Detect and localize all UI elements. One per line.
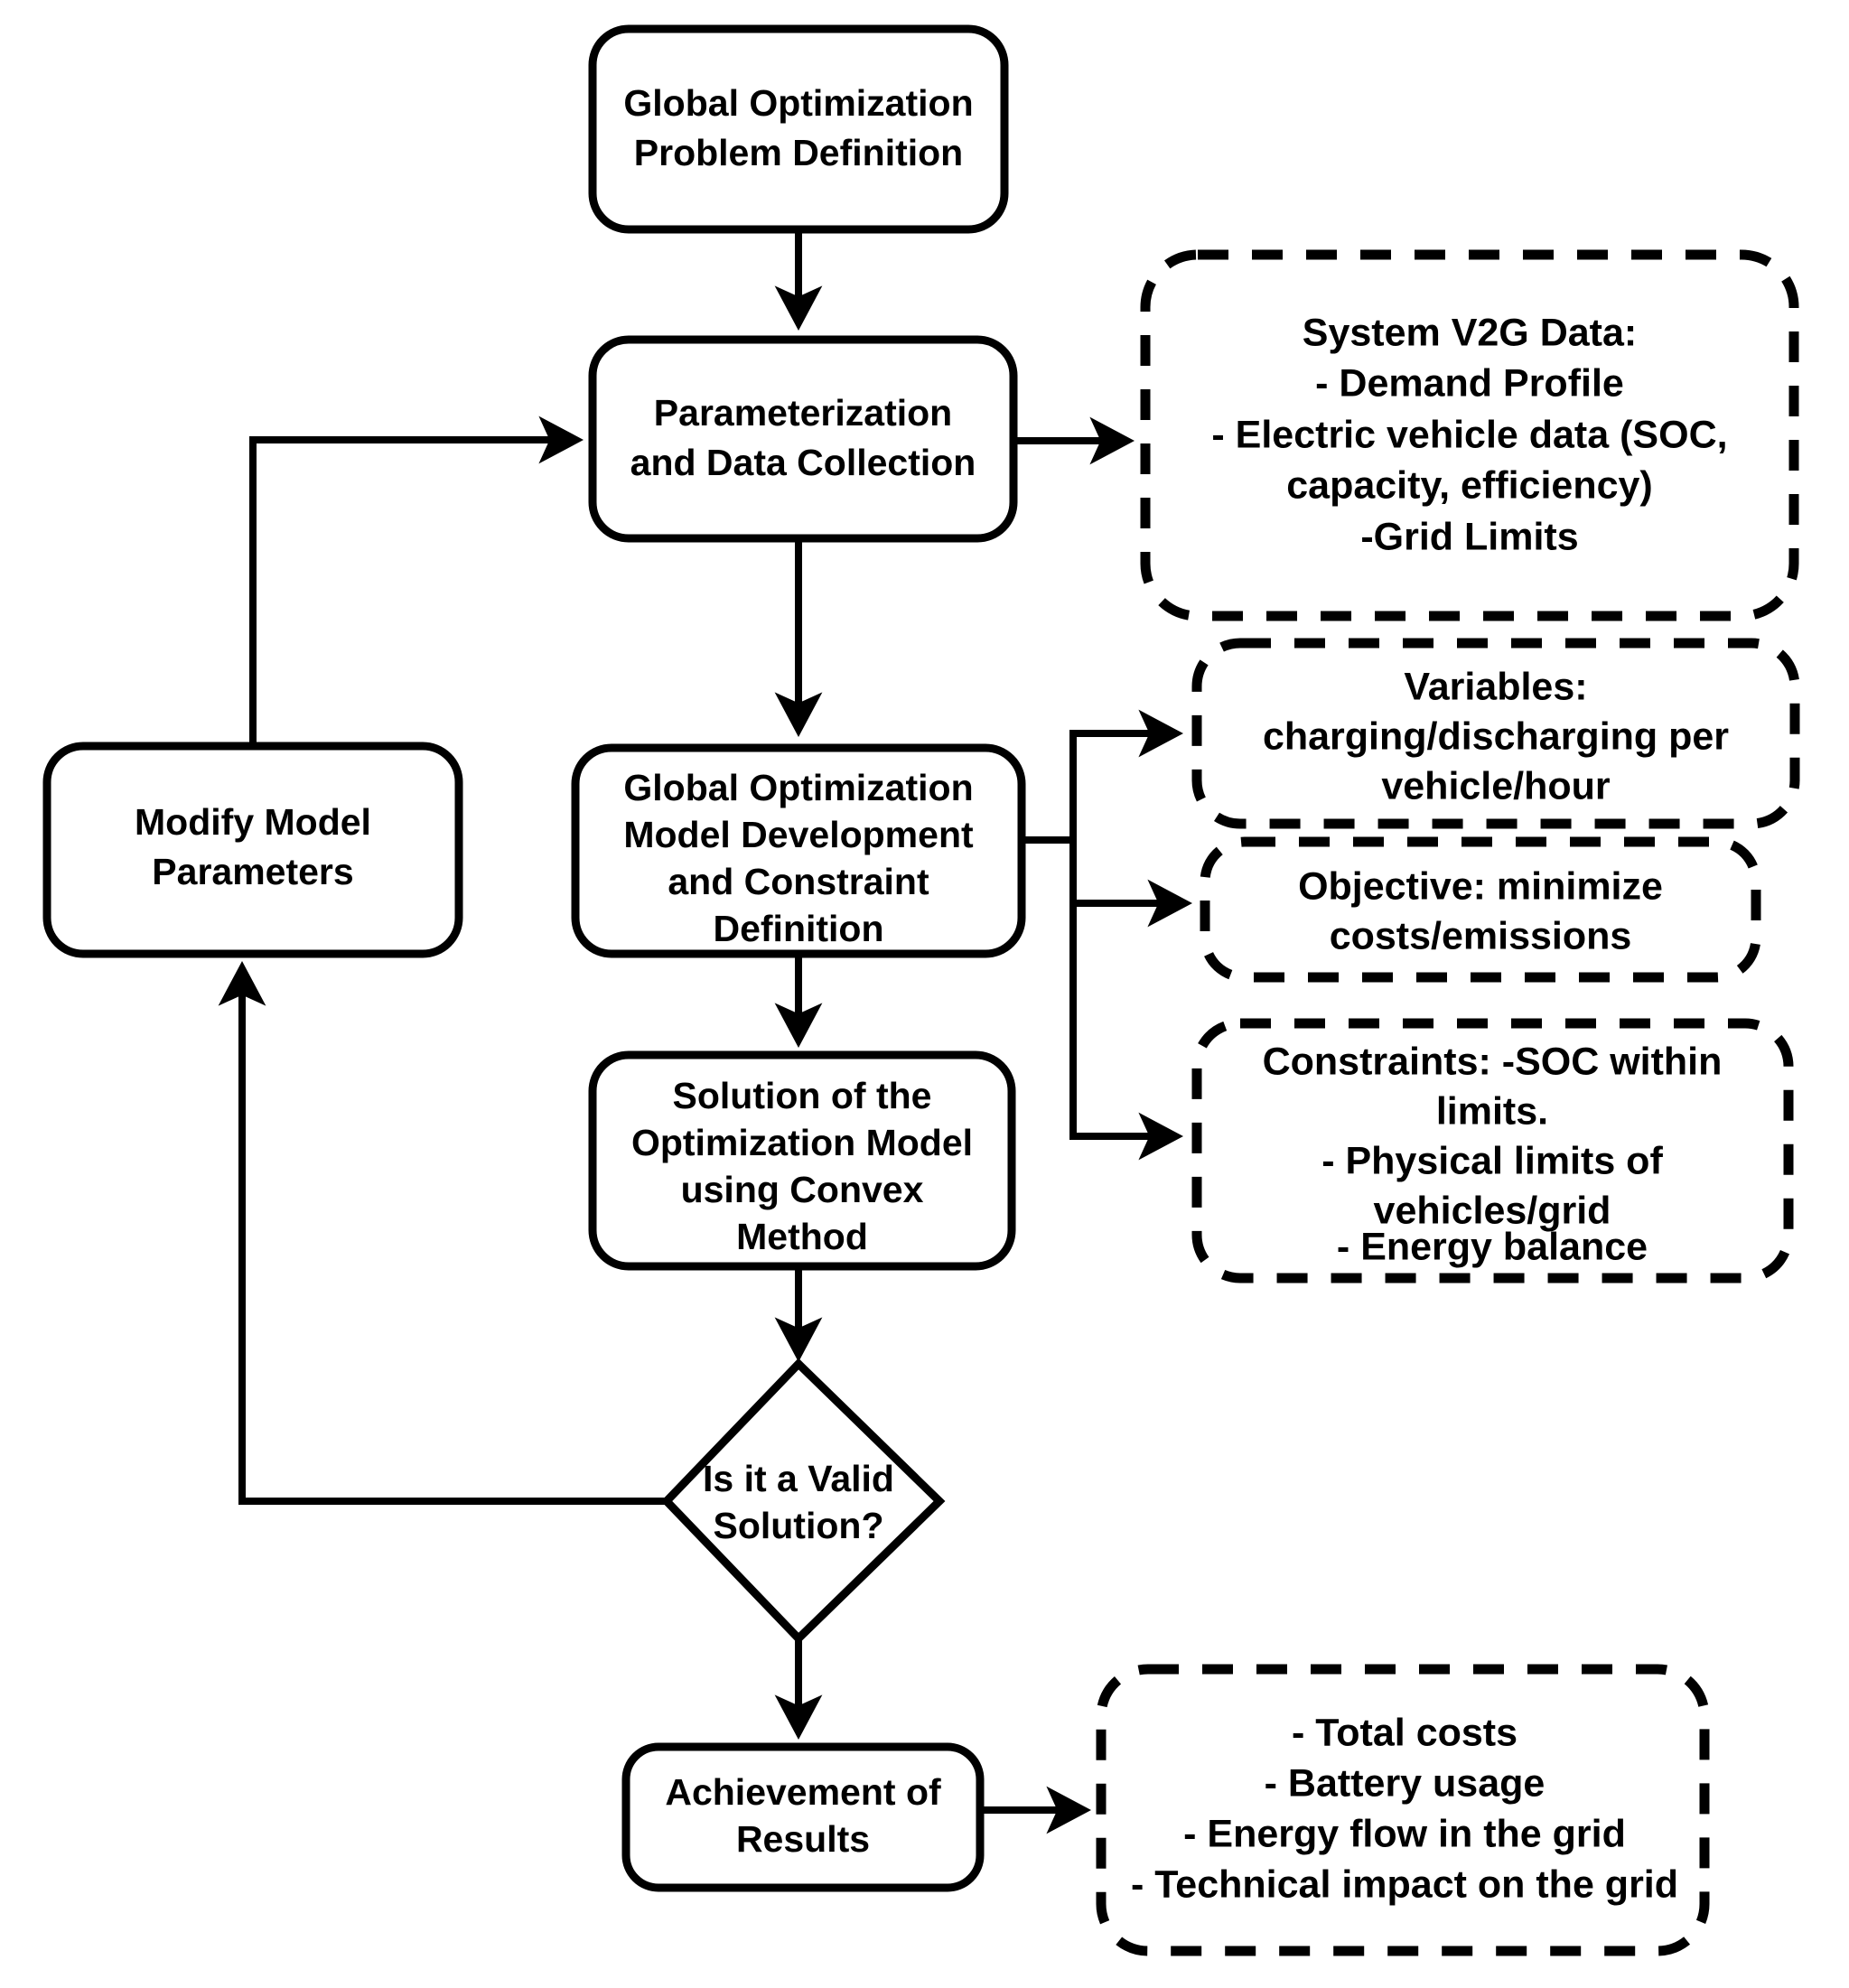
modify-parameters-line-2: Parameters — [152, 851, 353, 892]
results-line-3: - Energy flow in the grid — [1183, 1812, 1626, 1855]
variables-box[interactable] — [1191, 638, 1800, 829]
variables-line-1: Variables: — [1404, 665, 1587, 708]
v2g-line-4: capacity, efficiency) — [1286, 463, 1653, 507]
constraints-box[interactable] — [1191, 1018, 1794, 1283]
parameterization-line-1: Parameterization — [654, 392, 952, 434]
solution-box[interactable] — [588, 1050, 1016, 1271]
constraints-line-5: - Energy balance — [1337, 1225, 1648, 1268]
solution-line-2: Optimization Model — [631, 1122, 973, 1163]
solution-line-3: using Convex — [681, 1169, 924, 1210]
v2g-line-3: - Electric vehicle data (SOC, — [1211, 413, 1727, 456]
modify-parameters-box[interactable] — [42, 742, 463, 958]
results-box[interactable] — [1096, 1664, 1710, 1956]
edge-modify-to-parameterization — [249, 415, 584, 746]
achievement-line-2: Results — [736, 1818, 870, 1860]
edge-decision-to-modify — [218, 960, 667, 1505]
v2g-line-1: System V2G Data: — [1303, 311, 1637, 354]
objective-line-2: costs/emissions — [1330, 914, 1632, 957]
variables-line-2: charging/discharging per — [1263, 714, 1729, 758]
problem-definition-line-1: Global Optimization — [623, 82, 973, 124]
modify-parameters-line-1: Modify Model — [135, 801, 371, 843]
variables-line-3: vehicle/hour — [1381, 764, 1611, 807]
v2g-line-5: -Grid Limits — [1360, 515, 1578, 558]
decision-diamond[interactable] — [660, 1358, 946, 1645]
model-development-line-4: Definition — [713, 908, 883, 949]
parameterization-line-2: and Data Collection — [630, 442, 976, 483]
node-solution[interactable]: Solution of the Optimization Model using… — [588, 1050, 1016, 1271]
problem-definition-box[interactable] — [588, 24, 1009, 234]
node-problem-definition[interactable]: Global Optimization Problem Definition — [588, 24, 1009, 234]
node-objective[interactable]: Objective: minimize costs/emissions — [1200, 836, 1761, 983]
objective-line-1: Objective: minimize — [1298, 864, 1663, 908]
node-parameterization[interactable]: Parameterization and Data Collection — [588, 335, 1018, 543]
node-results[interactable]: - Total costs - Battery usage - Energy f… — [1096, 1664, 1710, 1956]
constraints-line-4: vehicles/grid — [1374, 1189, 1611, 1232]
decision-line-2: Solution? — [713, 1505, 883, 1546]
objective-box[interactable] — [1200, 836, 1761, 983]
parameterization-box[interactable] — [588, 335, 1018, 543]
system-v2g-data-box[interactable] — [1140, 249, 1799, 621]
model-development-box[interactable] — [571, 743, 1026, 958]
v2g-line-2: - Demand Profile — [1315, 361, 1624, 405]
node-decision[interactable]: Is it a Valid Solution? — [660, 1358, 946, 1645]
edge-layer — [218, 231, 1193, 1834]
solution-line-4: Method — [736, 1216, 868, 1257]
achievement-line-1: Achievement of — [665, 1771, 941, 1813]
model-development-line-2: Model Development — [623, 814, 974, 855]
constraints-line-3: - Physical limits of — [1321, 1139, 1663, 1182]
node-variables[interactable]: Variables: charging/discharging per vehi… — [1191, 638, 1800, 829]
node-achievement[interactable]: Achievement of Results — [621, 1742, 985, 1892]
problem-definition-line-2: Problem Definition — [634, 132, 963, 173]
constraints-line-2: limits. — [1436, 1089, 1548, 1133]
node-constraints[interactable]: Constraints: -SOC within limits. - Physi… — [1191, 1018, 1794, 1283]
results-line-1: - Total costs — [1292, 1711, 1517, 1754]
results-line-4: - Technical impact on the grid — [1131, 1862, 1678, 1906]
node-model-development[interactable]: Global Optimization Model Development an… — [571, 743, 1026, 958]
node-modify-parameters[interactable]: Modify Model Parameters — [42, 742, 463, 958]
model-development-line-1: Global Optimization — [623, 767, 973, 808]
model-development-line-3: and Constraint — [668, 861, 929, 902]
results-line-2: - Battery usage — [1265, 1761, 1546, 1805]
solution-line-1: Solution of the — [673, 1075, 932, 1116]
achievement-box[interactable] — [621, 1742, 985, 1892]
decision-line-1: Is it a Valid — [703, 1458, 894, 1499]
node-system-v2g-data[interactable]: System V2G Data: - Demand Profile - Elec… — [1140, 249, 1799, 621]
constraints-line-1: Constraints: -SOC within — [1263, 1040, 1723, 1083]
